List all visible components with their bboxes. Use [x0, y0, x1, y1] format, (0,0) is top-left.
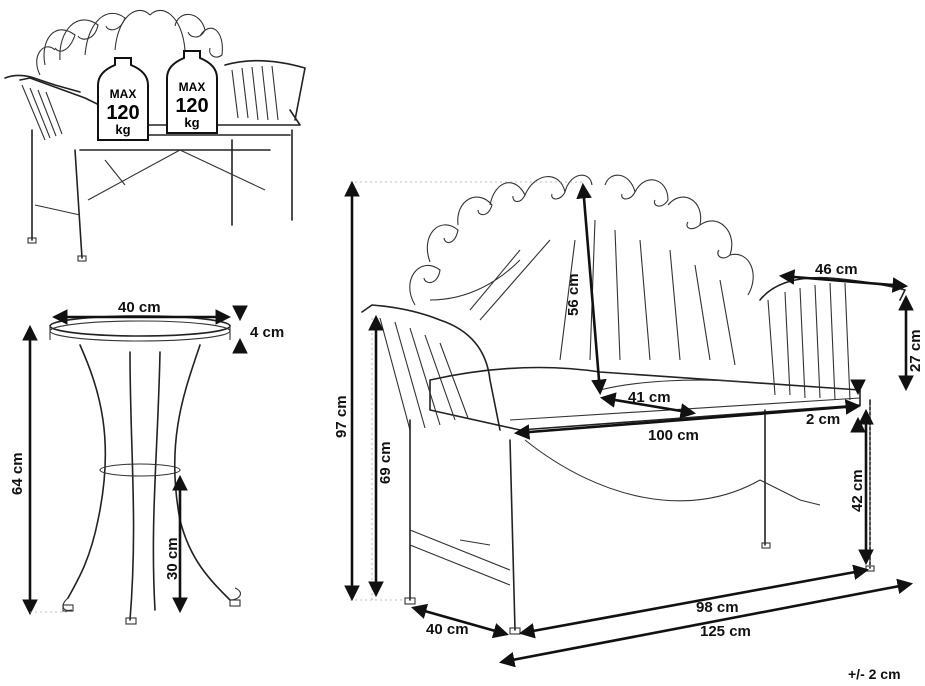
badge-right-value: 120 [175, 95, 208, 117]
table-top [49, 315, 231, 337]
bench-seat-width-label: 100 cm [648, 427, 699, 444]
bench-back-height-label: 56 cm [565, 273, 582, 316]
bench-arm-height-label: 69 cm [377, 441, 394, 484]
table-diameter-label: 40 cm [118, 299, 161, 316]
bench-arm-rest-height-label: 27 cm [907, 329, 924, 372]
bench-total-width-label: 125 cm [700, 623, 751, 640]
weight-badge-left: MAX 120 kg [97, 57, 149, 141]
bench-dimensions [344, 180, 914, 668]
badge-left-unit: kg [115, 122, 130, 137]
bench-depth-label: 40 cm [426, 621, 469, 638]
bench-seat-height-label: 42 cm [849, 469, 866, 512]
bench-arm-length-label: 46 cm [815, 261, 858, 278]
bench-thumbnail: MAX 120 kg MAX 120 kg [4, 9, 306, 262]
badge-right-max: MAX [179, 80, 206, 94]
badge-right-unit: kg [184, 115, 199, 130]
table-height-label: 64 cm [9, 452, 26, 495]
table-dimensions [22, 305, 248, 616]
badge-left-max: MAX [110, 87, 137, 101]
table-leg-height-label: 30 cm [164, 537, 181, 580]
bench-total-height-label: 97 cm [333, 395, 350, 438]
bench-inner-width-label: 98 cm [696, 599, 739, 616]
badge-left-value: 120 [106, 102, 139, 124]
bench-seat-thickness-label: 2 cm [806, 411, 840, 428]
bench-seat-depth-label: 41 cm [628, 389, 671, 406]
table-thickness-label: 4 cm [250, 324, 284, 341]
table-drawing [49, 315, 241, 625]
tolerance-note: +/- 2 cm [848, 666, 901, 682]
weight-badge-right: MAX 120 kg [166, 50, 218, 134]
